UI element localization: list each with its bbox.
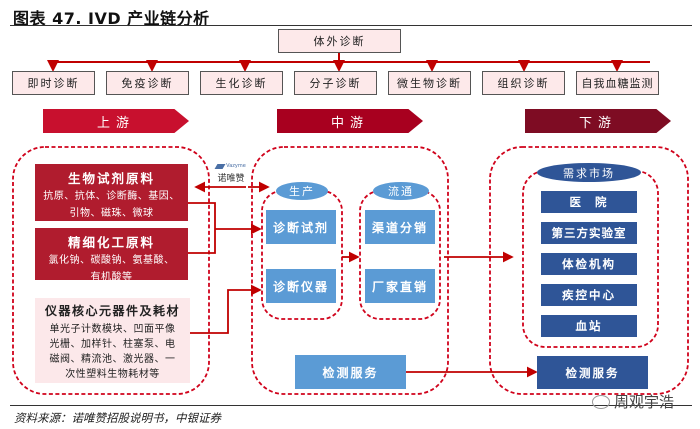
wechat-icon [592, 394, 610, 409]
root-ivd-box: 体外诊断 [278, 29, 401, 53]
fine-chemicals-line: 氯化钠、碳酸钠、氨基酸、 [48, 255, 175, 266]
instrument-parts-box: 仪器核心元器件及耗材 单光子计数模块、凹面平像 光栅、加样针、柱塞泵、电 磁阀、… [35, 298, 190, 383]
category-immunodiagnostics: 免疫诊断 [106, 71, 189, 95]
vazyme-logo-icon [214, 163, 226, 169]
watermark: 周观宇浩 [592, 391, 674, 412]
instrument-parts-line: 单光子计数模块、凹面平像 [49, 324, 176, 335]
watermark-text: 周观宇浩 [614, 393, 675, 411]
third-party-lab-box: 第三方实验室 [541, 222, 637, 244]
bio-reagents-heading: 生物试剂原料 [67, 171, 155, 186]
bio-reagents-line: 引物、磁珠、微球 [69, 208, 154, 219]
stage-upstream: 上游 [43, 109, 189, 133]
figure-title: 图表 47. IVD 产业链分析 [13, 9, 210, 28]
diagnostic-instruments-box: 诊断仪器 [266, 269, 336, 303]
midstream-frame [251, 146, 449, 395]
upstream-frame [12, 146, 210, 395]
channel-distribution-box: 渠道分销 [365, 210, 435, 244]
production-label: 生产 [276, 182, 328, 200]
vazyme-logo-text: Vazyme [226, 163, 246, 169]
circulation-label: 流通 [373, 182, 429, 200]
physical-exam-center-box: 体检机构 [541, 253, 637, 275]
instrument-parts-heading: 仪器核心元器件及耗材 [44, 304, 180, 318]
stage-midstream: 中游 [277, 109, 423, 133]
bio-reagents-line: 抗原、抗体、诊断酶、基因、 [43, 191, 180, 202]
bio-reagents-box: 生物试剂原料 抗原、抗体、诊断酶、基因、 引物、磁珠、微球 [35, 164, 188, 221]
category-poct: 即时诊断 [12, 71, 95, 95]
downstream-testing-service-box: 检测服务 [537, 356, 648, 389]
fine-chemicals-box: 精细化工原料 氯化钠、碳酸钠、氨基酸、 有机酸等 [35, 228, 188, 283]
category-glucose-monitoring: 自我血糖监测 [576, 71, 659, 95]
fine-chemicals-heading: 精细化工原料 [67, 235, 155, 250]
instrument-parts-line: 磁阀、精流池、激光器、一 [49, 354, 176, 365]
direct-sales-box: 厂家直销 [365, 269, 435, 303]
category-histology: 组织诊断 [482, 71, 565, 95]
category-microbial: 微生物诊断 [388, 71, 471, 95]
category-molecular: 分子诊断 [294, 71, 377, 95]
hospital-box: 医 院 [541, 191, 637, 213]
instrument-parts-line: 次性塑料生物耗材等 [65, 369, 160, 380]
category-biochemical: 生化诊断 [200, 71, 283, 95]
stage-downstream: 下游 [525, 109, 671, 133]
source-note: 资料来源：诺唯赞招股说明书，中银证券 [14, 411, 221, 425]
category-tree-connector [47, 53, 650, 72]
vazyme-logo: Vazyme 诺唯赞 [211, 163, 251, 184]
fine-chemicals-line: 有机酸等 [90, 272, 133, 283]
demand-market-label: 需求市场 [537, 163, 641, 182]
diagnostic-reagents-box: 诊断试剂 [266, 210, 336, 244]
top-rule [10, 25, 692, 26]
midstream-testing-service-box: 检测服务 [295, 355, 406, 389]
vazyme-name: 诺唯赞 [217, 174, 245, 184]
cdc-box: 疾控中心 [541, 284, 637, 306]
instrument-parts-line: 光栅、加样针、柱塞泵、电 [49, 339, 176, 350]
downstream-frame [489, 146, 689, 395]
blood-station-box: 血站 [541, 315, 637, 337]
bottom-rule [10, 405, 692, 406]
